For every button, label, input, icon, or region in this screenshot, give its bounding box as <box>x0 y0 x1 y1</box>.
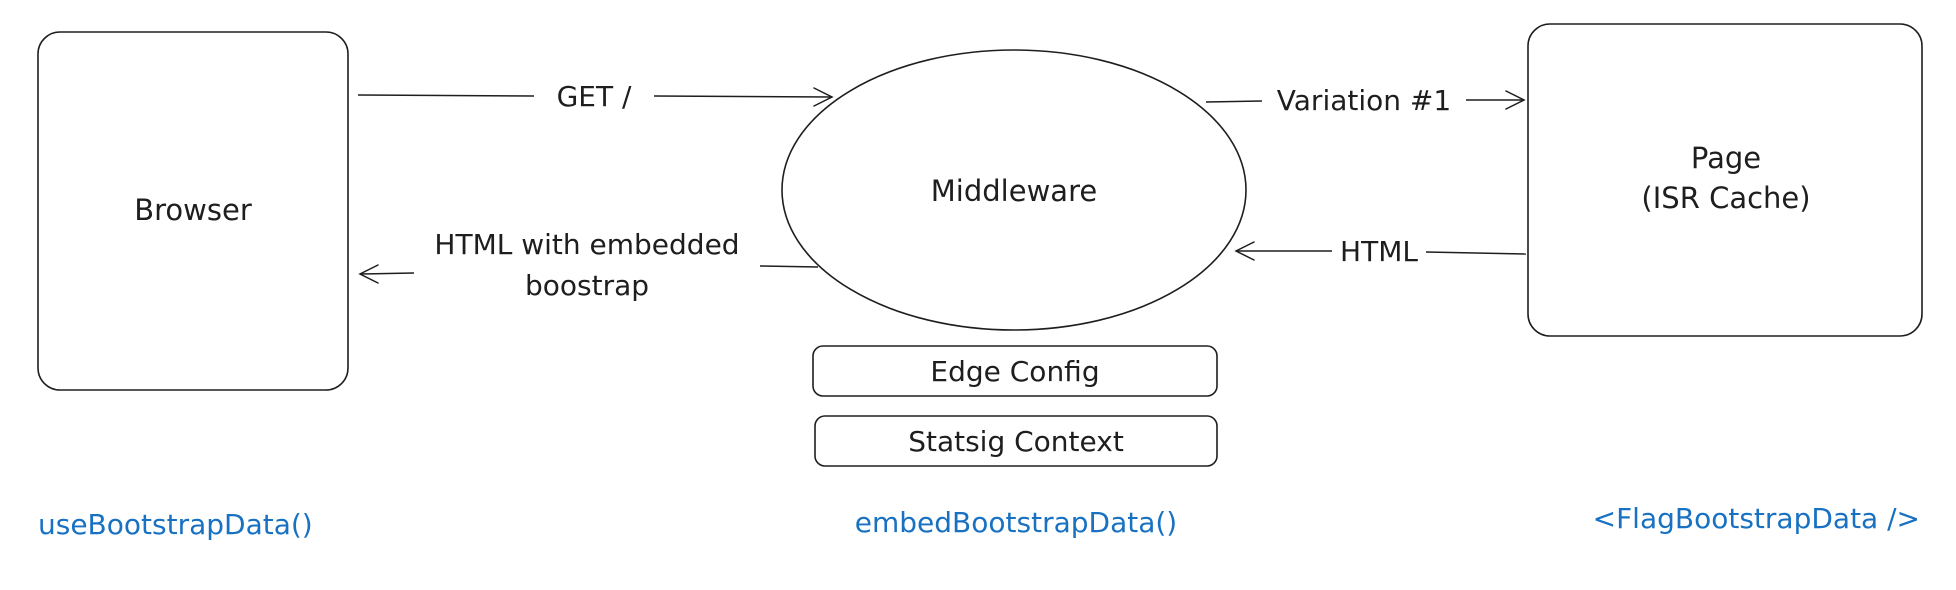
edge-embedded-line-right <box>759 265 819 268</box>
browser-box <box>37 31 349 391</box>
browser-function-label: useBootstrapData() <box>38 508 313 541</box>
edge-get-line-right <box>653 95 833 98</box>
browser-label: Browser <box>134 193 252 227</box>
browser-node: Browser <box>37 31 349 391</box>
edge-get-arrowhead <box>813 87 834 107</box>
edge-html-line-right <box>1425 251 1527 255</box>
middleware-node: Middleware <box>781 49 1247 331</box>
edge-embedded-line-left <box>359 272 415 275</box>
edge-get-request: GET / <box>357 80 834 113</box>
edge-config-label: Edge Config <box>930 355 1099 388</box>
middleware-function-label: embedBootstrapData() <box>855 506 1177 539</box>
edge-variation-arrowhead <box>1505 90 1526 110</box>
edge-config-box <box>812 345 1218 397</box>
edge-variation-label: Variation #1 <box>1277 84 1451 117</box>
edge-html-embedded: HTML with embedded boostrap <box>358 228 819 302</box>
page-component-label: <FlagBootstrapData /> <box>1593 502 1920 535</box>
page-node: Page (ISR Cache) <box>1527 23 1923 337</box>
page-label-line1: Page <box>1691 141 1761 175</box>
edge-variation-line-left <box>1205 100 1263 103</box>
edge-get-line-left <box>357 94 535 97</box>
edge-config-bar: Edge Config <box>812 345 1218 397</box>
page-label-line2: (ISR Cache) <box>1641 181 1810 215</box>
middleware-label: Middleware <box>931 174 1097 208</box>
edge-html-return: HTML <box>1234 235 1527 268</box>
page-box <box>1527 23 1923 337</box>
statsig-context-label: Statsig Context <box>908 425 1124 458</box>
middleware-ellipse <box>781 49 1247 331</box>
statsig-context-bar: Statsig Context <box>814 415 1218 467</box>
edge-variation: Variation #1 <box>1205 84 1526 117</box>
edge-embedded-label-line2: boostrap <box>525 269 649 302</box>
edge-html-arrowhead <box>1234 241 1255 261</box>
edge-html-label: HTML <box>1340 235 1418 268</box>
edge-embedded-arrowhead <box>358 264 379 284</box>
edge-get-label: GET / <box>557 80 632 113</box>
statsig-context-box <box>814 415 1218 467</box>
edge-embedded-label-line1: HTML with embedded <box>434 228 739 261</box>
